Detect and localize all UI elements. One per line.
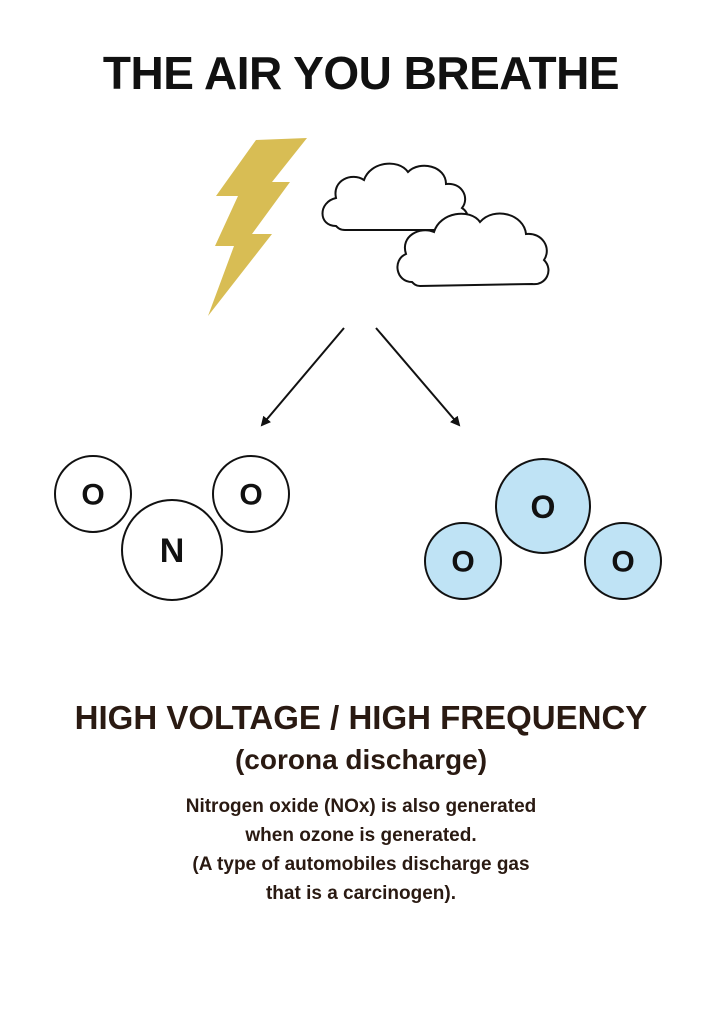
diagram: O N O O O O xyxy=(54,138,662,601)
nox-molecule: O N O xyxy=(54,455,290,601)
atom-label: O xyxy=(239,479,262,512)
atom-label: O xyxy=(611,546,634,579)
description-line: (A type of automobiles discharge gas xyxy=(192,854,530,875)
subheading: (corona discharge) xyxy=(234,744,488,775)
lightning-bolt-icon xyxy=(208,138,307,316)
atom-label: O xyxy=(451,546,474,579)
atom-label: O xyxy=(81,479,104,512)
description-line: Nitrogen oxide (NOx) is also generated xyxy=(185,796,537,817)
heading: HIGH VOLTAGE / HIGH FREQUENCY xyxy=(74,699,648,736)
arrow-icon xyxy=(260,327,345,427)
description: Nitrogen oxide (NOx) is also generated w… xyxy=(0,792,722,908)
description-line: that is a carcinogen). xyxy=(265,883,457,904)
description-line: when ozone is generated. xyxy=(245,825,477,846)
page-title: THE AIR YOU BREATHE xyxy=(102,47,620,99)
arrow-icon xyxy=(375,327,461,427)
atom-label: N xyxy=(160,532,185,570)
ozone-molecule: O O O xyxy=(424,458,662,600)
cloud-icon xyxy=(396,212,550,288)
atom-label: O xyxy=(531,489,556,525)
